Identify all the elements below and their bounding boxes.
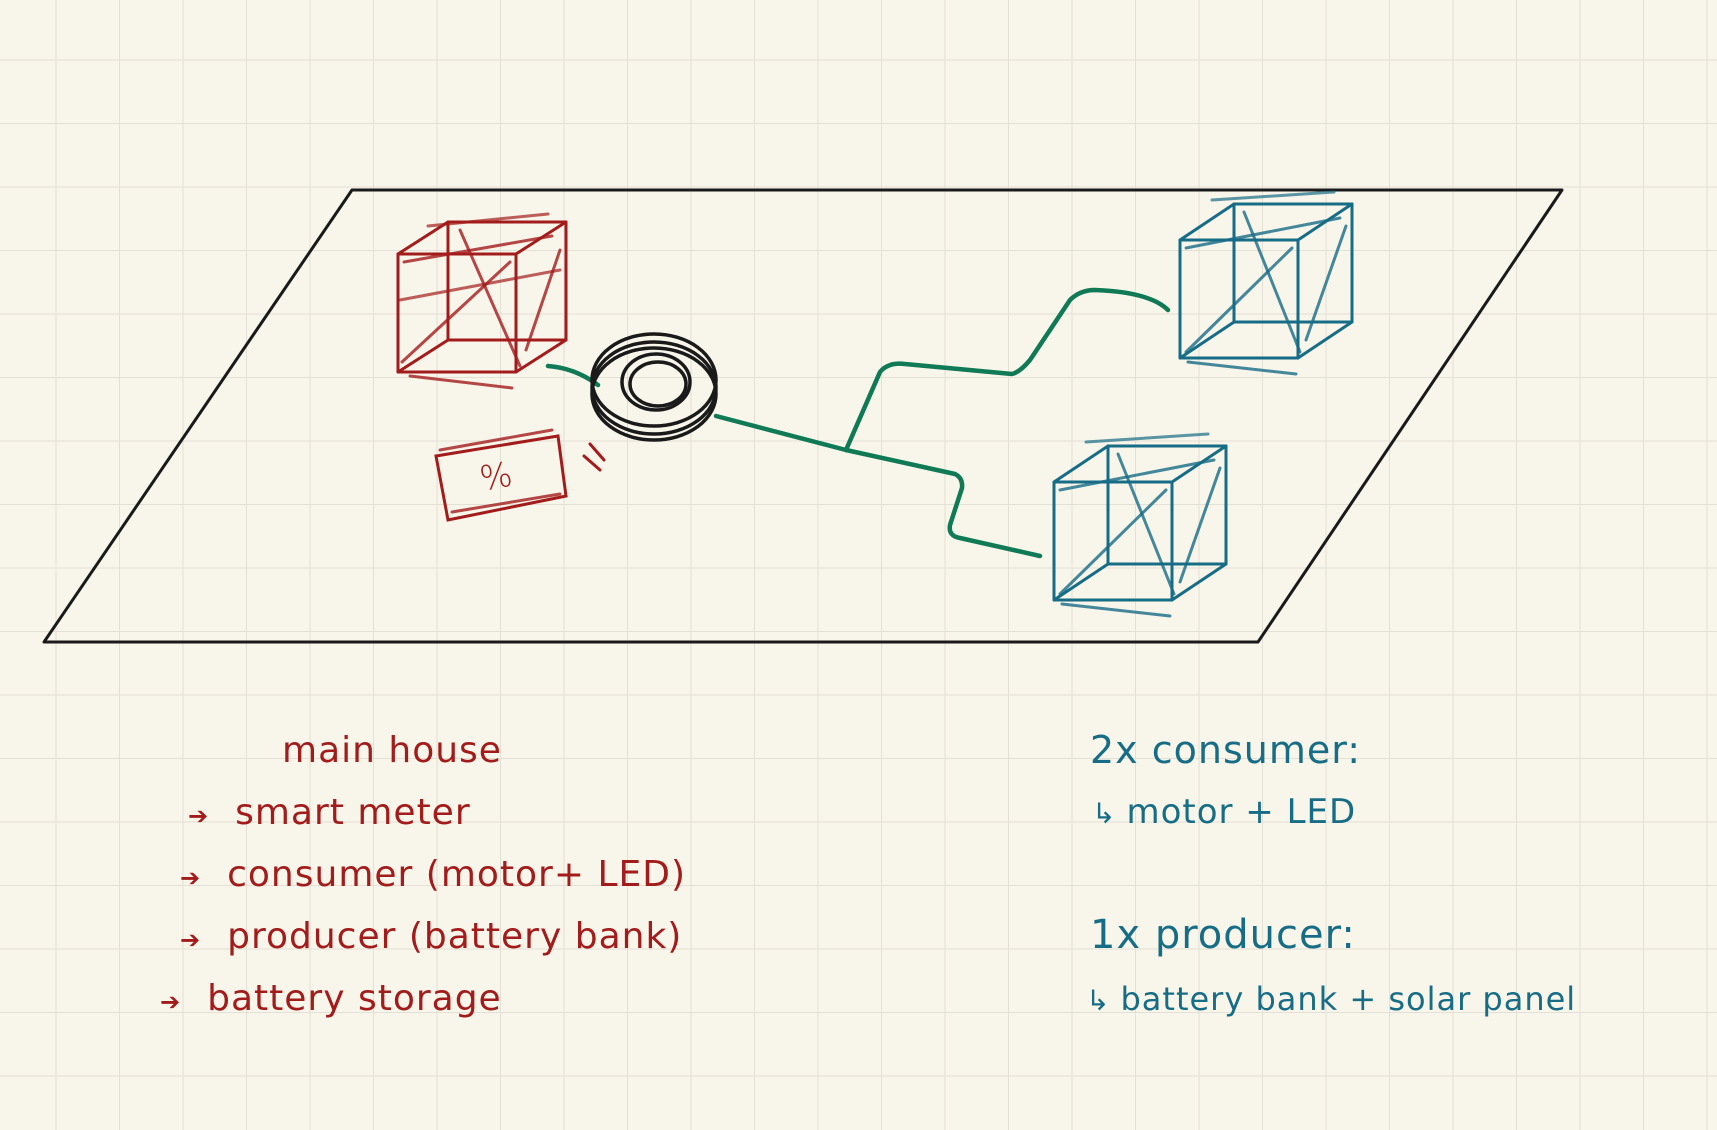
consumer-cube-2 xyxy=(1052,432,1228,618)
hub-ring xyxy=(590,332,718,442)
wire-hub-to-junction xyxy=(713,413,849,453)
consumer-detail: motor + LED xyxy=(1126,792,1357,832)
main-house-item-label: battery storage xyxy=(207,978,502,1019)
meter-percent-label: % xyxy=(477,455,516,500)
main-house-title: main house xyxy=(282,730,502,771)
producer-detail: battery bank + solar panel xyxy=(1120,980,1577,1018)
ground-plane xyxy=(42,188,1564,644)
arrow-right-icon: ➔ xyxy=(160,988,182,1016)
producer-title: 1x producer: xyxy=(1090,912,1356,958)
consumer-title: 2x consumer: xyxy=(1090,728,1362,772)
return-arrow-icon: ↳ xyxy=(1092,797,1117,830)
arrow-right-icon: ➔ xyxy=(180,864,202,892)
main-house-item-3: ➔ producer (battery bank) xyxy=(180,916,682,957)
wire-junction-to-consumer-1 xyxy=(843,287,1171,453)
main-house-item-1: ➔ smart meter xyxy=(188,792,471,833)
wire-junction-to-consumer-2 xyxy=(843,447,1043,559)
consumer-cube-1 xyxy=(1178,190,1354,376)
arrow-right-icon: ➔ xyxy=(180,926,202,954)
smart-meter-display xyxy=(434,428,606,522)
main-house-item-label: smart meter xyxy=(235,792,471,833)
main-house-item-label: producer (battery bank) xyxy=(227,916,683,957)
arrow-right-icon: ➔ xyxy=(188,802,210,830)
power-wires xyxy=(545,287,1171,559)
main-house-item-4: ➔ battery storage xyxy=(160,978,502,1019)
producer-detail-line: ↳ battery bank + solar panel xyxy=(1086,980,1576,1018)
main-house-item-label: consumer (motor+ LED) xyxy=(227,854,687,895)
return-arrow-icon: ↳ xyxy=(1086,984,1111,1017)
main-house-cube xyxy=(396,212,568,390)
consumer-detail-line: ↳ motor + LED xyxy=(1092,792,1356,832)
main-house-item-2: ➔ consumer (motor+ LED) xyxy=(180,854,686,895)
